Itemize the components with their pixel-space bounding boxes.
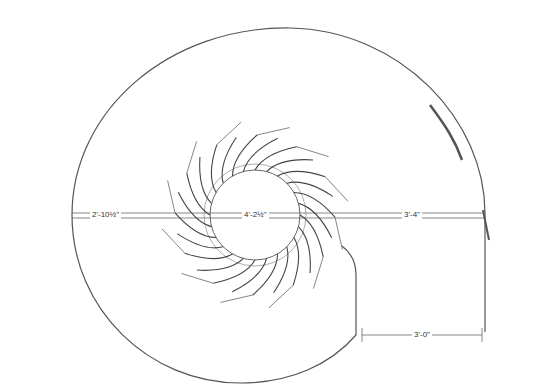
- blade-tip: [168, 180, 175, 212]
- blade-tip: [335, 217, 342, 249]
- blade-tip: [325, 177, 348, 201]
- extension-line: [482, 328, 483, 342]
- impeller-blade: [187, 173, 210, 215]
- scroll-housing: [72, 28, 485, 383]
- blade-tip: [217, 122, 241, 145]
- impeller-blade: [287, 182, 333, 196]
- impeller-blade: [197, 258, 243, 270]
- impeller-blade: [185, 253, 233, 258]
- blade-tip: [313, 257, 323, 289]
- extension-line: [362, 328, 363, 342]
- outlet-cutoff: [342, 246, 356, 335]
- dimension-label: 3'-4": [402, 210, 422, 220]
- impeller-blade: [293, 238, 298, 286]
- dimension-label: 4'-2½": [242, 210, 269, 220]
- outlet-flange: [430, 105, 462, 160]
- impeller-blade: [211, 145, 216, 193]
- impeller-blade: [177, 234, 223, 248]
- blade-tip: [257, 128, 289, 135]
- blade-tip: [162, 229, 185, 253]
- dimension-line: [72, 218, 485, 219]
- impeller-blade: [298, 227, 310, 273]
- impeller-blade: [200, 157, 212, 203]
- impeller-blade: [267, 160, 313, 172]
- impeller-inner-ring: [204, 164, 306, 266]
- blade-tip: [181, 273, 213, 283]
- impeller-blade: [222, 137, 236, 183]
- impeller-blade: [300, 215, 323, 257]
- impeller-inner-ring: [210, 170, 300, 260]
- blade-tip: [220, 295, 252, 302]
- outlet-flange-tip: [483, 210, 489, 240]
- outlet-side: [484, 215, 485, 332]
- impeller-blade: [278, 171, 326, 176]
- dimension-line: [72, 213, 485, 214]
- impeller-blade: [213, 260, 255, 283]
- impeller-blade: [255, 147, 297, 170]
- dimension-label: 2'-10½": [90, 210, 121, 220]
- impeller: [162, 122, 348, 308]
- blade-tip: [269, 285, 293, 308]
- impeller-blade: [298, 203, 331, 237]
- impeller-blade: [274, 247, 288, 293]
- blade-tip: [297, 147, 329, 157]
- blade-tip: [187, 141, 197, 173]
- dimension-label: 3'-0": [412, 330, 432, 340]
